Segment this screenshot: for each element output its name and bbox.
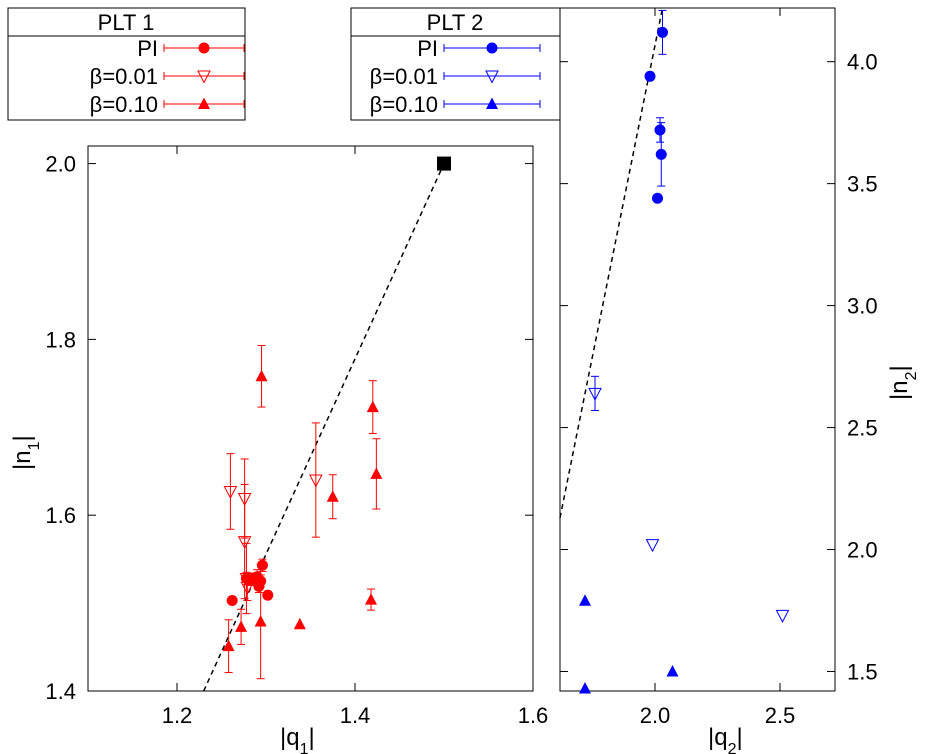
plot-2-ticks: 2.0 2.5 1.5 2.0 2.5 3.0 3.5 4.0: [560, 8, 878, 728]
data-point-series-2: [222, 639, 235, 652]
plot-1-fit-line: [203, 163, 445, 692]
plot-2: 2.0 2.5 1.5 2.0 2.5 3.0 3.5 4.0 |q2| |n2|: [559, 7, 920, 754]
data-point-series-2: [579, 594, 591, 606]
legend-label: β=0.01: [370, 64, 438, 89]
legend-label: PI: [137, 36, 158, 61]
data-point-series-0: [644, 70, 656, 82]
legend-label: PI: [417, 36, 438, 61]
data-point-series-2: [365, 593, 378, 605]
y-tick-label: 2.5: [847, 416, 878, 441]
data-point-series-0: [657, 26, 668, 38]
y-tick-label: 4.0: [847, 50, 878, 75]
plot-1: 1.2 1.4 1.6 1.4 1.6 1.8 2.0 |q1| |n1|: [9, 145, 548, 754]
data-point-series-0: [226, 594, 238, 606]
legend-marker: [486, 42, 498, 54]
plot-1-ticks: 1.2 1.4 1.6 1.4 1.6 1.8 2.0: [45, 146, 548, 728]
data-point-series-0: [256, 559, 268, 571]
plot-1-legend-title-box: [7, 7, 246, 37]
data-point-series-1: [645, 539, 660, 553]
y-tick-label: 1.4: [45, 679, 76, 704]
data-point-series-1: [239, 572, 254, 587]
plot-1-legend: PLT 1 PI β=0.01 β=0.10: [7, 7, 246, 121]
y-tick-label: 1.5: [847, 659, 878, 684]
legend-marker: [486, 97, 498, 109]
y-tick-label: 1.6: [45, 503, 76, 528]
plot-2-legend-title: PLT 2: [427, 10, 484, 35]
plot-2-x-axis-label: |q2|: [708, 724, 743, 754]
legend-label: β=0.10: [370, 92, 438, 117]
reference-point: [437, 156, 451, 171]
data-point-series-0: [655, 148, 667, 160]
plot-2-legend: PLT 2 PI β=0.01 β=0.10: [350, 7, 561, 121]
fit-line: [559, 7, 664, 518]
plot-2-frame: [559, 7, 836, 692]
y-tick-label: 3.0: [847, 294, 878, 319]
data-point-series-2: [579, 682, 591, 694]
plot-1-marks: [222, 156, 451, 680]
plot-2-legend-box: [350, 35, 561, 121]
data-point-series-1: [223, 485, 238, 500]
data-point-series-2: [249, 571, 262, 584]
x-tick-label: 1.2: [162, 703, 193, 728]
plot-1-frame: [87, 145, 534, 692]
data-point-series-2: [293, 617, 306, 630]
x-tick-label: 2.5: [765, 703, 796, 728]
plot-2-fit-line: [559, 7, 664, 518]
legend-marker: [198, 97, 210, 109]
plot-2-legend-entries: PI β=0.01 β=0.10: [370, 36, 541, 117]
legend-marker: [198, 42, 210, 54]
data-point-series-0: [652, 192, 663, 204]
data-point-series-1: [588, 387, 602, 401]
plot-1-y-axis-label: |n1|: [9, 435, 43, 470]
legend-label: β=0.10: [90, 92, 158, 117]
data-point-series-1: [309, 474, 323, 488]
data-point-series-2: [370, 467, 383, 479]
y-tick-label: 2.0: [847, 538, 878, 563]
plot-2-marks: [579, 9, 790, 694]
data-point-series-2: [326, 490, 339, 502]
data-point-series-2: [254, 615, 267, 627]
data-point-series-2: [666, 664, 679, 677]
legend-marker: [197, 70, 211, 84]
x-tick-label: 1.6: [518, 703, 549, 728]
plot-1-legend-entries: PI β=0.01 β=0.10: [90, 36, 245, 117]
data-point-series-2: [255, 369, 268, 382]
data-point-series-1: [775, 609, 790, 623]
plot-2-legend-title-box: [350, 7, 561, 37]
data-point-series-2: [366, 400, 379, 413]
legend-label: β=0.01: [90, 64, 158, 89]
x-tick-label: 2.0: [640, 703, 671, 728]
plot-1-x-axis-label: |q1|: [280, 724, 315, 754]
plot-1-legend-title: PLT 1: [98, 10, 155, 35]
legend-marker: [485, 70, 499, 84]
y-tick-label: 1.8: [45, 327, 76, 352]
fit-line: [203, 163, 445, 692]
y-tick-label: 2.0: [45, 152, 76, 177]
data-point-series-0: [654, 124, 666, 136]
data-point-series-1: [237, 536, 252, 550]
data-point-series-2: [235, 620, 248, 632]
y-tick-label: 3.5: [847, 172, 878, 197]
plot-2-y-axis-label: |n2|: [886, 365, 920, 400]
data-point-series-0: [262, 589, 274, 601]
x-tick-label: 1.4: [340, 703, 371, 728]
